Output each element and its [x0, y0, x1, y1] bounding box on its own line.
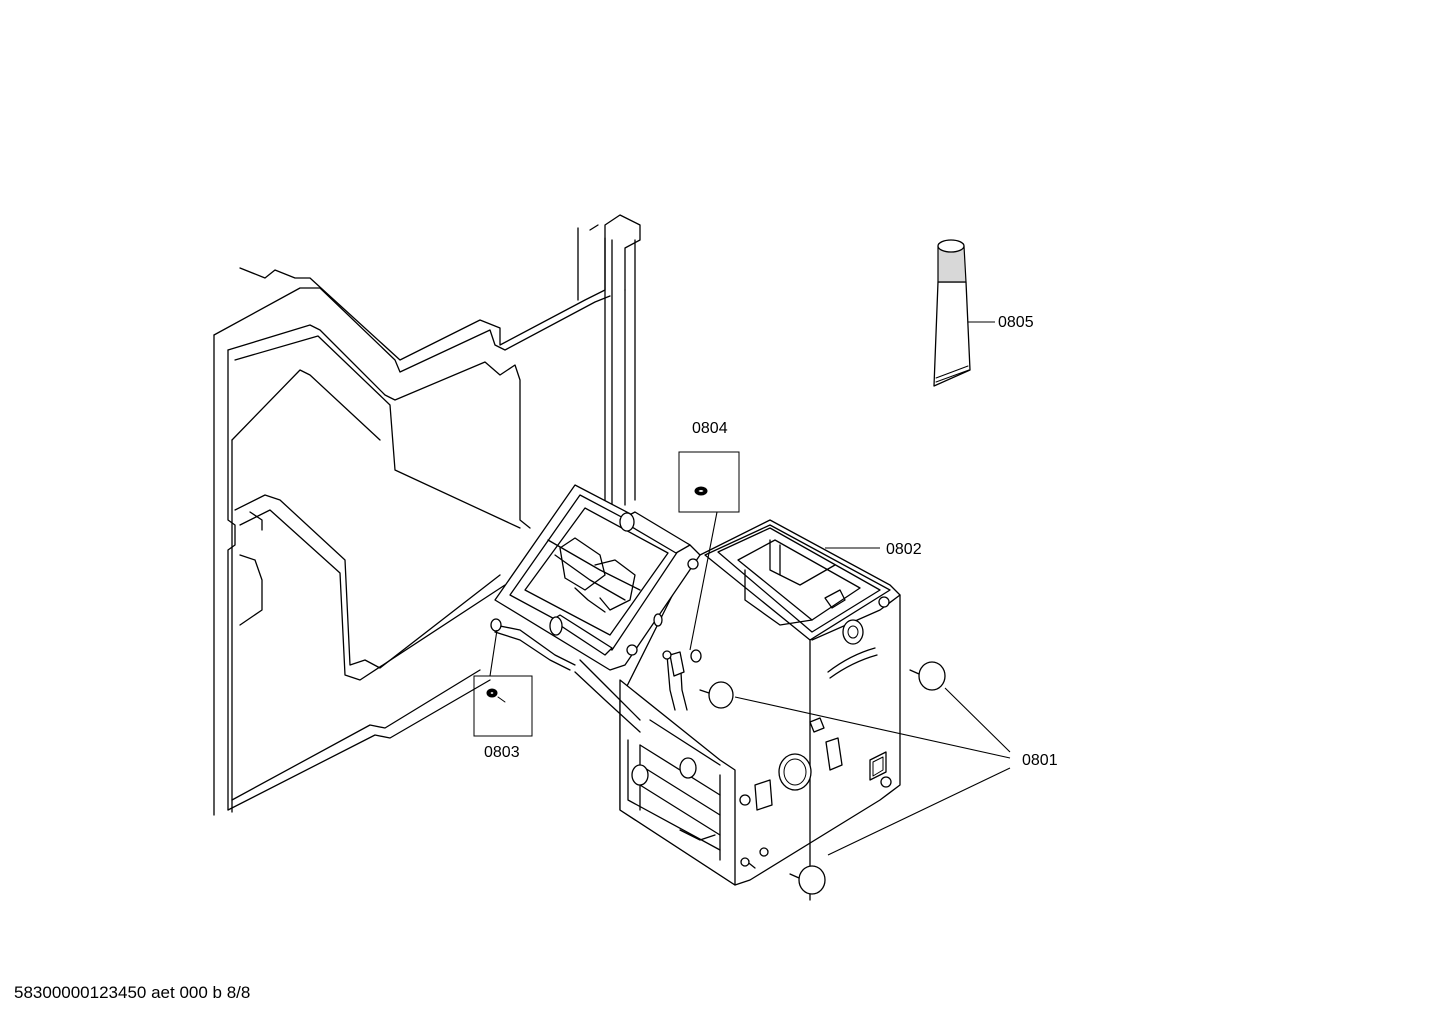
- leader-0801-c: [827, 767, 1011, 856]
- leader-0804: [689, 511, 718, 651]
- leader-0801-b: [944, 687, 1011, 753]
- part-0803-detail-box[interactable]: [473, 675, 533, 737]
- brewing-unit-housing: [490, 484, 901, 901]
- part-0801-cap-left[interactable]: [699, 681, 734, 709]
- leader-0801-a: [734, 696, 1011, 759]
- part-0805-grease-tube[interactable]: [933, 239, 971, 387]
- callout-0802: 0802: [886, 541, 922, 558]
- part-0804-detail-box[interactable]: [678, 451, 740, 513]
- callout-0803: 0803: [484, 744, 520, 761]
- callout-0801: 0801: [1022, 752, 1058, 769]
- callout-0804: 0804: [692, 420, 728, 437]
- housing-frame-panel: [213, 214, 641, 816]
- part-0801-cap-bottom[interactable]: [789, 865, 826, 895]
- document-id-footer: 58300000123450 aet 000 b 8/8: [14, 983, 250, 1002]
- part-0801-cap-right[interactable]: [909, 661, 946, 691]
- leader-0803: [489, 629, 498, 677]
- callout-0805: 0805: [998, 314, 1034, 331]
